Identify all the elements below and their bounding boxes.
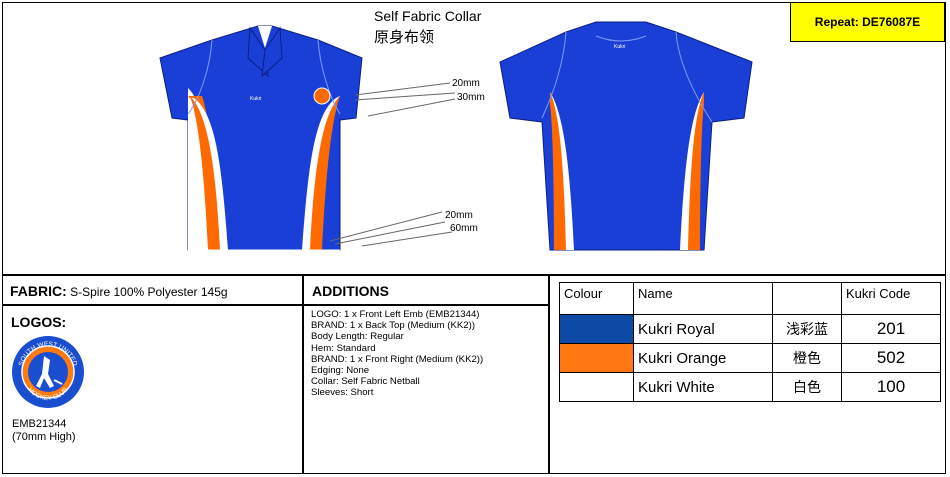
- divider: [2, 274, 946, 276]
- colour-table-header: Colour Name Kukri Code: [559, 282, 941, 315]
- svg-text:Kukri: Kukri: [614, 44, 625, 50]
- colour-table: Colour Name Kukri Code Kukri Royal 浅彩蓝 2…: [559, 282, 941, 402]
- header-colour: Colour: [559, 282, 634, 315]
- divider: [548, 275, 550, 474]
- logo-size: (70mm High): [12, 431, 76, 443]
- colour-name-cn: 白色: [772, 372, 842, 402]
- repeat-badge: Repeat: DE76087E: [790, 2, 945, 42]
- dimension-label: 60mm: [450, 223, 478, 234]
- additions-heading: ADDITIONS: [312, 283, 389, 299]
- divider: [302, 275, 304, 474]
- header-name: Name: [633, 282, 773, 315]
- fabric-label: FABRIC:: [10, 283, 67, 299]
- additions-item: BRAND: 1 x Front Right (Medium (KK2)): [311, 353, 484, 365]
- colour-swatch: [559, 372, 634, 402]
- additions-list: LOGO: 1 x Front Left Emb (EMB21344) BRAN…: [311, 309, 483, 399]
- colour-code: 100: [841, 372, 941, 402]
- colour-name-cn: 橙色: [772, 343, 842, 373]
- colour-swatch: [559, 343, 634, 373]
- additions-item: Edging: None: [311, 365, 370, 377]
- colour-name-cn: 浅彩蓝: [772, 314, 842, 344]
- additions-item: Sleeves: Short: [311, 387, 374, 399]
- colour-code: 201: [841, 314, 941, 344]
- header-kukri-code: Kukri Code: [841, 282, 941, 315]
- dimension-label: 20mm: [452, 78, 480, 89]
- collar-title: Self Fabric Collar: [374, 8, 482, 24]
- fabric-value: S-Spire 100% Polyester 145g: [70, 285, 228, 299]
- logo-code: EMB21344: [12, 418, 67, 430]
- colour-row: Kukri Orange 橙色 502: [559, 343, 941, 373]
- collar-title-cn: 原身布领: [374, 28, 435, 46]
- dimension-label: 20mm: [445, 210, 473, 221]
- additions-item: Collar: Self Fabric Netball: [311, 376, 420, 388]
- colour-name: Kukri White: [633, 372, 773, 402]
- club-logo-badge: SOUTH WEST UNITED HOCKEY CLUB: [12, 336, 84, 408]
- front-shirt-illustration: Kukri: [159, 25, 363, 251]
- colour-swatch: [559, 314, 634, 344]
- additions-item: Hem: Standard: [311, 342, 376, 354]
- colour-row: Kukri Royal 浅彩蓝 201: [559, 314, 941, 344]
- dimension-label: 30mm: [457, 92, 485, 103]
- fabric-spec: FABRIC: S-Spire 100% Polyester 145g: [10, 283, 228, 299]
- back-shirt-illustration: Kukri: [499, 21, 753, 251]
- logos-heading: LOGOS:: [11, 314, 67, 330]
- header-blank: [772, 282, 842, 315]
- colour-code: 502: [841, 343, 941, 373]
- svg-text:Kukri: Kukri: [250, 96, 261, 102]
- logo-info: EMB21344 (70mm High): [12, 418, 76, 444]
- dimension-lines: [329, 82, 456, 247]
- colour-name: Kukri Royal: [633, 314, 773, 344]
- additions-item: LOGO: 1 x Front Left Emb (EMB21344): [311, 309, 480, 320]
- divider: [2, 304, 550, 306]
- colour-row: Kukri White 白色 100: [559, 372, 941, 402]
- additions-item: Body Length: Regular: [311, 331, 404, 343]
- colour-name: Kukri Orange: [633, 343, 773, 373]
- additions-item: BRAND: 1 x Back Top (Medium (KK2)): [311, 320, 476, 332]
